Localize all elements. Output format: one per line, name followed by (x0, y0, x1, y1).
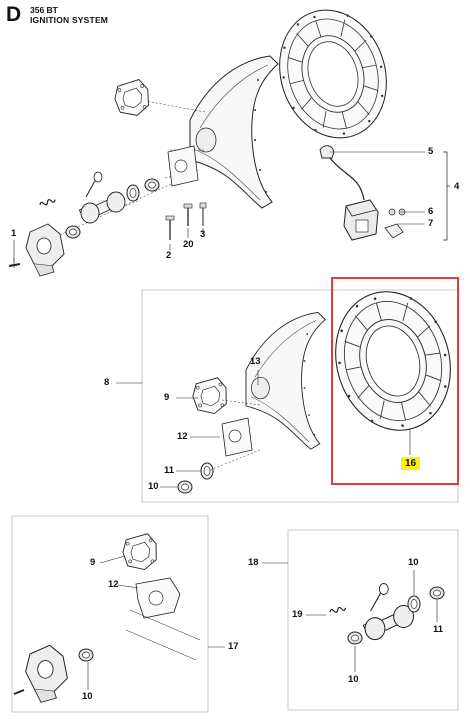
callout-5[interactable]: 5 (428, 146, 434, 157)
callout-10[interactable]: 10 (148, 481, 159, 492)
highlight-box (331, 277, 459, 485)
callout-13[interactable]: 13 (250, 356, 261, 367)
callout-10-crank-bearing[interactable]: 10 (408, 557, 419, 568)
section-letter: D (6, 3, 22, 26)
callout-3[interactable]: 3 (200, 229, 206, 240)
callout-16-highlighted[interactable]: 16 (401, 457, 421, 470)
callout-10-crank-seal[interactable]: 10 (348, 674, 359, 685)
callout-19[interactable]: 19 (292, 609, 303, 620)
page-title: IGNITION SYSTEM (30, 15, 109, 25)
callout-12[interactable]: 12 (177, 431, 188, 442)
model-name: 356 BT (30, 5, 58, 15)
callout-6[interactable]: 6 (428, 206, 434, 217)
callout-2[interactable]: 2 (166, 250, 172, 261)
callout-9[interactable]: 9 (164, 392, 170, 403)
callout-11[interactable]: 11 (164, 465, 175, 476)
callout-18[interactable]: 18 (248, 557, 259, 568)
callout-4[interactable]: 4 (454, 181, 460, 192)
callout-10-bottom[interactable]: 10 (82, 691, 93, 702)
callout-9-bottom[interactable]: 9 (90, 557, 96, 568)
callout-1[interactable]: 1 (11, 228, 17, 239)
callout-17[interactable]: 17 (228, 641, 239, 652)
callout-11-bottom[interactable]: 11 (433, 624, 444, 635)
callout-12-bottom[interactable]: 12 (108, 579, 119, 590)
callout-7[interactable]: 7 (428, 218, 434, 229)
callout-8[interactable]: 8 (104, 377, 110, 388)
callout-20[interactable]: 20 (183, 239, 194, 250)
